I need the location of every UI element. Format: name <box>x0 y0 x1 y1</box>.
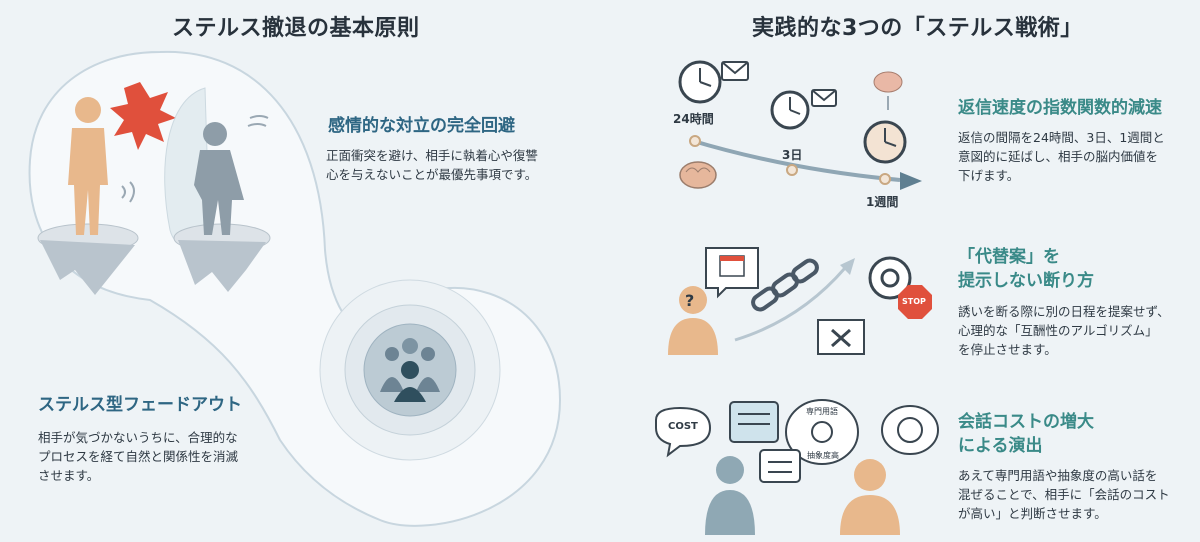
tactic2-text: 誘いを断る際に別の日程を提案せず、 心理的な「互酬性のアルゴリズム」 を停止させ… <box>958 302 1198 359</box>
conflict-burst-icon <box>110 82 176 150</box>
brain-icon <box>873 71 903 110</box>
tactic1-line1: 返信の間隔を24時間、3日、1週間と <box>958 130 1165 145</box>
group-icon <box>380 338 440 402</box>
tactic1-line3: 下げます。 <box>958 168 1020 183</box>
cross-icon <box>817 319 865 355</box>
tactic1-text: 返信の間隔を24時間、3日、1週間と 意図的に延ばし、相手の脳内価値を 下げます… <box>958 128 1198 185</box>
speech-bubble-icon <box>729 401 779 443</box>
tactic1-line2: 意図的に延ばし、相手の脳内価値を <box>958 149 1159 164</box>
stop-label: STOP <box>902 297 926 306</box>
timeline-label-1: 24時間 <box>673 112 714 126</box>
tactic2-line2: 心理的な「互酬性のアルゴリズム」 <box>958 323 1158 338</box>
tactic2-heading-line2: 提示しない断り方 <box>958 271 1094 291</box>
tactic3-heading-line2: による演出 <box>958 436 1043 456</box>
tactic3-line1: あえて専門用語や抽象度の高い話を <box>958 468 1158 483</box>
person-icon <box>840 459 900 535</box>
chain-icon <box>751 258 819 312</box>
mail-icon <box>811 89 837 107</box>
mail-icon <box>721 61 749 81</box>
tactic3-text: あえて専門用語や抽象度の高い話を 混ぜることで、相手に「会話のコスト が高い」と… <box>958 466 1198 523</box>
tactic3-line3: が高い」と判断させます。 <box>958 506 1107 521</box>
cost-label: COST <box>668 421 698 432</box>
person-icon <box>37 97 139 295</box>
tactic3-heading-line1: 会話コストの増大 <box>958 412 1094 432</box>
principle2-heading: ステルス型フェードアウト <box>38 395 242 415</box>
speech-bubble-icon <box>759 449 801 483</box>
person-icon <box>173 122 271 292</box>
left-section-title: ステルス撤退の基本原則 <box>172 16 420 41</box>
calendar-icon <box>705 247 759 299</box>
tactic2-heading: 「代替案」を 提示しない断り方 <box>958 245 1094 293</box>
principle2-line1: 相手が気づかないうちに、合理的な <box>38 430 238 445</box>
tactic2-line3: を停止させます。 <box>958 342 1057 357</box>
tactic2-line1: 誘いを断る際に別の日程を提案せず、 <box>958 304 1170 319</box>
clock-icon <box>770 90 810 130</box>
principle2-line2: プロセスを経て自然と関係性を消滅 <box>38 449 239 464</box>
principle2-line3: させます。 <box>38 468 100 483</box>
brain-icon <box>679 161 717 189</box>
timeline-label-2: 3日 <box>782 148 803 162</box>
brain-icon <box>881 405 939 455</box>
person-icon <box>705 456 755 535</box>
tactic1-heading: 返信速度の指数関数的減速 <box>958 98 1162 118</box>
clock-icon <box>678 60 722 104</box>
right-section-title: 実践的な3つの「ステルス戦術」 <box>752 16 1083 41</box>
tactic3-line2: 混ぜることで、相手に「会話のコスト <box>958 487 1170 502</box>
jargon-label-1: 専門用語 <box>806 407 838 416</box>
gear-icon <box>868 256 912 300</box>
jargon-label-2: 抽象度高 <box>807 451 839 460</box>
tactic3-heading: 会話コストの増大 による演出 <box>958 410 1094 458</box>
principle1-line2: 心を与えないことが最優先事項です。 <box>326 167 538 182</box>
principle2-text: 相手が気づかないうちに、合理的な プロセスを経て自然と関係性を消滅 させます。 <box>38 428 298 485</box>
tactic2-heading-line1: 「代替案」を <box>958 247 1060 267</box>
principle1-heading: 感情的な対立の完全回避 <box>328 116 515 136</box>
timeline-label-3: 1週間 <box>866 195 899 209</box>
left-illustration <box>28 50 562 527</box>
principle1-line1: 正面衝突を避け、相手に執着心や復讐 <box>326 148 538 163</box>
question-mark: ? <box>685 291 695 310</box>
principle1-text: 正面衝突を避け、相手に執着心や復讐 心を与えないことが最優先事項です。 <box>326 146 596 184</box>
clock-icon <box>863 120 907 164</box>
